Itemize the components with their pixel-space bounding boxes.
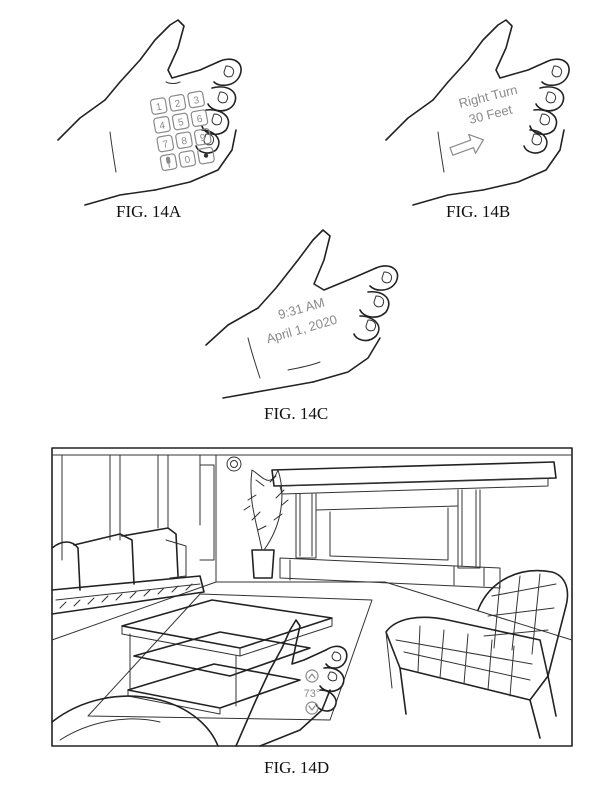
- keypad-key-3: 3: [193, 95, 201, 107]
- caption-fig-14b: FIG. 14B: [446, 202, 511, 221]
- potted-plant: [243, 469, 289, 579]
- right-arrow-icon: [449, 133, 484, 156]
- fig-14b-nav-text: Right Turn 30 Feet: [457, 82, 519, 127]
- temperature-readout: 73°: [304, 688, 321, 700]
- caption-fig-14d: FIG. 14D: [264, 758, 330, 777]
- caption-fig-14c: FIG. 14C: [264, 404, 329, 423]
- keypad-key-8: 8: [181, 136, 189, 148]
- window: [61, 454, 215, 561]
- fig-14d-thermo-ui: 73°: [304, 669, 321, 715]
- keypad-key-4: 4: [159, 120, 167, 132]
- fig-14a-hand: [57, 19, 242, 206]
- mic-icon: [165, 156, 171, 168]
- fig-14c-hand: [205, 229, 399, 399]
- thermostat-icon: [226, 456, 242, 472]
- dot-icon: [203, 153, 209, 158]
- fig-14c-clock: 9:31 AM April 1, 2020: [265, 295, 339, 347]
- coffee-table: [121, 599, 333, 715]
- caption-fig-14a: FIG. 14A: [116, 202, 182, 221]
- keypad-key-7: 7: [162, 139, 170, 151]
- keypad-key-0: 0: [184, 154, 192, 166]
- keypad-key-1: 1: [155, 102, 163, 114]
- fig-14d-scene: 73°: [51, 447, 573, 747]
- viewer-arm: [51, 695, 219, 747]
- fig-14d-hand: [235, 619, 348, 747]
- keypad-key-5: 5: [177, 117, 185, 129]
- rug: [87, 593, 373, 721]
- keypad-key-2: 2: [174, 98, 182, 110]
- keypad-key-9: 9: [199, 132, 207, 144]
- clock-date: April 1, 2020: [265, 312, 339, 347]
- fig-14a-keypad: 1 2 3 4 5 6 7 8 9 0: [149, 90, 215, 172]
- armchair: [385, 569, 569, 739]
- chevron-up-icon: [305, 669, 319, 683]
- keypad-key-6: 6: [196, 114, 204, 126]
- chevron-down-icon: [305, 701, 319, 715]
- fireplace: [271, 461, 557, 589]
- fig-14b-hand: [385, 19, 570, 206]
- sofa: [51, 527, 205, 615]
